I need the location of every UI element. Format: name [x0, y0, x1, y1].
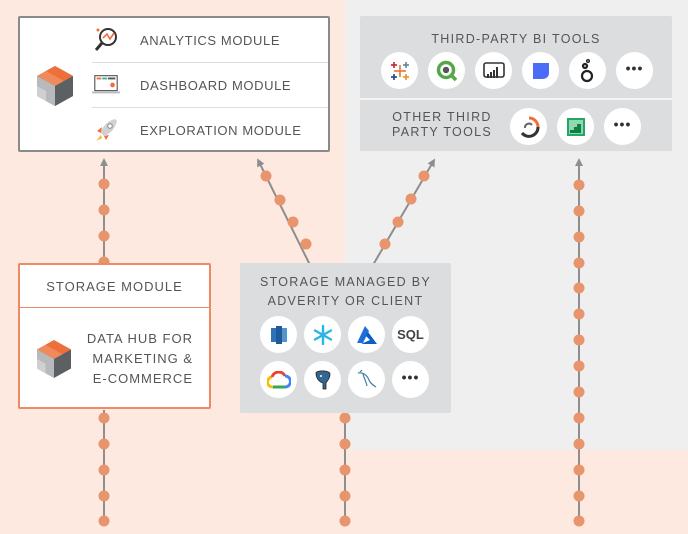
- postgresql-icon: [315, 369, 330, 389]
- connector-dot: [98, 412, 110, 424]
- divider: [92, 107, 328, 108]
- connector-dot: [573, 334, 585, 346]
- connector-dot: [339, 438, 351, 450]
- more-icon: •••: [625, 59, 644, 76]
- connector-dot: [98, 515, 110, 527]
- qlik-icon: [436, 60, 457, 81]
- title-line: ADVERITY OR CLIENT: [267, 294, 424, 308]
- tool-mysql[interactable]: [348, 361, 385, 398]
- tool-azure[interactable]: [348, 316, 385, 353]
- module-label: EXPLORATION MODULE: [140, 122, 302, 138]
- more-icon: •••: [613, 115, 632, 132]
- connector-dot: [98, 490, 110, 502]
- modules-card: ANALYTICS MODULE DASHBOARD MODULE EXPLOR…: [18, 16, 330, 152]
- tool-sheets-chart[interactable]: [557, 108, 594, 145]
- analytics-magnifier-icon: [92, 26, 120, 54]
- managed-storage-card: STORAGE MANAGED BY ADVERITY OR CLIENT SQ…: [240, 263, 451, 413]
- tool-looker-studio[interactable]: [522, 52, 559, 89]
- google-cloud-icon: [266, 370, 291, 388]
- divider: [92, 62, 328, 63]
- connector-dot: [339, 464, 351, 476]
- connector-dot: [573, 257, 585, 269]
- title-line: PARTY TOOLS: [392, 125, 492, 139]
- connector-dot: [98, 230, 110, 242]
- connector-dot: [573, 360, 585, 372]
- connector-dot: [98, 204, 110, 216]
- connector-dot: [573, 464, 585, 476]
- tool-datorama[interactable]: [510, 108, 547, 145]
- module-label: ANALYTICS MODULE: [140, 32, 281, 48]
- storage-module-description: DATA HUB FOR MARKETING & E-COMMERCE: [87, 329, 193, 389]
- other-tools-title: OTHER THIRD PARTY TOOLS: [382, 110, 502, 140]
- connector-dot: [573, 515, 585, 527]
- google-sheets-chart-icon: [566, 117, 585, 136]
- connector-dot: [573, 438, 585, 450]
- connector-dot: [405, 193, 417, 205]
- adverity-hexagon-logo: [37, 66, 73, 106]
- connector-dot: [573, 308, 585, 320]
- dashboard-laptop-icon: [92, 71, 120, 99]
- connector-dot: [98, 178, 110, 190]
- managed-storage-title: STORAGE MANAGED BY ADVERITY OR CLIENT: [240, 273, 451, 311]
- connector-dot: [339, 515, 351, 527]
- adverity-hexagon-logo: [37, 340, 71, 378]
- amazon-redshift-icon: [270, 325, 287, 344]
- tool-looker[interactable]: [569, 52, 606, 89]
- connector-dot: [260, 170, 272, 182]
- description-line: MARKETING &: [92, 351, 193, 366]
- connector-dot: [573, 231, 585, 243]
- mysql-icon: [357, 369, 376, 387]
- tool-postgresql[interactable]: [304, 361, 341, 398]
- storage-module-title: STORAGE MODULE: [20, 265, 209, 308]
- connector-dot: [573, 282, 585, 294]
- storage-module-card: STORAGE MODULE DATA HUB FOR MARKETING & …: [18, 263, 211, 409]
- looker-icon: [580, 58, 593, 82]
- connector-dot: [98, 464, 110, 476]
- connector-dot: [274, 194, 286, 206]
- connector-dot: [339, 412, 351, 424]
- connector-dot: [392, 216, 404, 228]
- tool-power-bi[interactable]: [475, 52, 512, 89]
- connector-dot: [339, 490, 351, 502]
- connector-dot: [379, 238, 391, 250]
- module-row-exploration[interactable]: EXPLORATION MODULE: [92, 108, 328, 152]
- divider: [360, 98, 672, 100]
- connector-dot: [573, 412, 585, 424]
- tool-snowflake[interactable]: [304, 316, 341, 353]
- connector-dot: [573, 179, 585, 191]
- connector-dot: [573, 205, 585, 217]
- tool-sql[interactable]: SQL: [392, 316, 429, 353]
- more-icon: •••: [401, 368, 420, 385]
- connector-dot: [573, 490, 585, 502]
- tableau-icon: [390, 61, 409, 80]
- connector-dot: [418, 170, 430, 182]
- tool-qlik[interactable]: [428, 52, 465, 89]
- rocket-icon: [92, 116, 120, 144]
- tool-more[interactable]: •••: [616, 52, 653, 89]
- connector-dot: [573, 386, 585, 398]
- title-line: OTHER THIRD: [392, 110, 492, 124]
- connector-dot: [300, 238, 312, 250]
- title-line: STORAGE MANAGED BY: [259, 275, 432, 289]
- tool-tableau[interactable]: [381, 52, 418, 89]
- tool-more[interactable]: •••: [392, 361, 429, 398]
- datorama-icon: [520, 116, 539, 138]
- bi-tools-title: THIRD-PARTY BI TOOLS: [431, 32, 601, 46]
- sql-icon: SQL: [397, 327, 424, 342]
- snowflake-icon: [313, 324, 332, 345]
- tool-more[interactable]: •••: [604, 108, 641, 145]
- tool-redshift[interactable]: [260, 316, 297, 353]
- description-line: DATA HUB FOR: [86, 331, 193, 346]
- module-label: DASHBOARD MODULE: [140, 77, 292, 93]
- description-line: E-COMMERCE: [92, 371, 193, 386]
- third-party-bi-card: THIRD-PARTY BI TOOLS ••• OTHER THIRD PAR…: [360, 16, 672, 151]
- tool-google-cloud[interactable]: [260, 361, 297, 398]
- connector-dot: [287, 216, 299, 228]
- looker-studio-icon: [532, 62, 549, 79]
- azure-icon: [356, 325, 377, 344]
- module-row-analytics[interactable]: ANALYTICS MODULE: [92, 18, 328, 62]
- module-row-dashboard[interactable]: DASHBOARD MODULE: [92, 63, 328, 107]
- connector-dot: [98, 438, 110, 450]
- power-bi-icon: [482, 61, 505, 78]
